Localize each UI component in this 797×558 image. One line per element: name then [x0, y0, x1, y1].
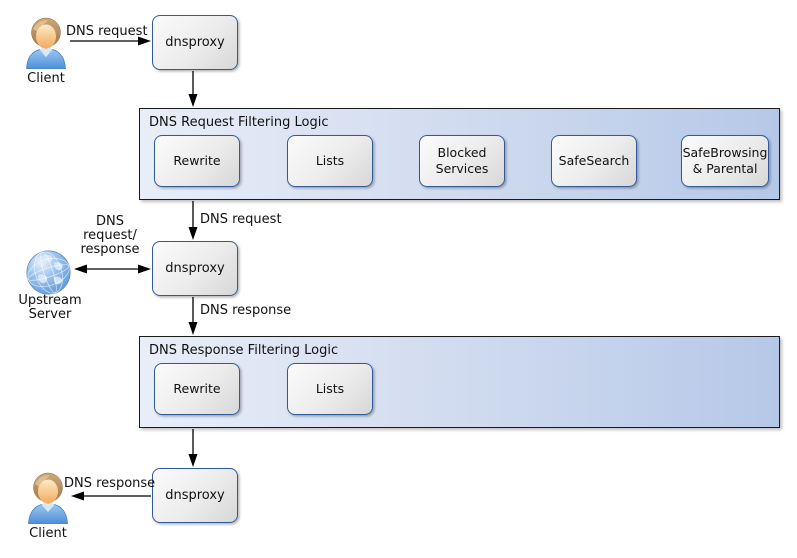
upstream-server-globe-icon — [26, 250, 71, 295]
arrow-request-filter-to-proxy2 — [188, 201, 198, 240]
upstream-server-label: Upstream Server — [18, 293, 82, 322]
dnsproxy-node-2: dnsproxy — [152, 241, 238, 296]
request-filtering-container: DNS Request Filtering Logic Rewrite List… — [139, 108, 780, 200]
arrow-proxy3-to-client — [71, 491, 151, 501]
dnsproxy-node-1: dnsproxy — [152, 15, 238, 70]
arrow-upstream-double — [74, 264, 151, 274]
client-person-icon-bottom — [28, 472, 68, 524]
request-filtering-title: DNS Request Filtering Logic — [149, 115, 329, 130]
arrow-proxy1-to-request-filter — [188, 71, 198, 107]
step-safebrowsing-parental: SafeBrowsing & Parental — [681, 135, 769, 187]
response-filtering-container: DNS Response Filtering Logic Rewrite Lis… — [139, 336, 780, 428]
step-safesearch: SafeSearch — [551, 135, 637, 187]
arrow-proxy2-to-response-filter — [188, 297, 198, 335]
response-filtering-title: DNS Response Filtering Logic — [149, 343, 339, 358]
client-top-label: Client — [27, 71, 65, 86]
edge-label-upstream-exchange: DNS request/ response — [80, 214, 140, 257]
step-lists-response: Lists — [287, 363, 373, 415]
client-bottom-label: Client — [29, 526, 67, 541]
edge-label-client-response: DNS response — [64, 476, 156, 491]
step-rewrite-response: Rewrite — [154, 363, 240, 415]
step-blocked-services: Blocked Services — [419, 135, 505, 187]
edge-label-client-request: DNS request — [66, 24, 148, 39]
dnsproxy-node-3: dnsproxy — [152, 468, 238, 523]
client-person-icon — [26, 17, 66, 69]
step-rewrite-request: Rewrite — [154, 135, 240, 187]
edge-label-filtered-request: DNS request — [200, 212, 282, 227]
step-lists-request: Lists — [287, 135, 373, 187]
edge-label-dns-response: DNS response — [200, 303, 292, 318]
arrow-response-filter-to-proxy3 — [188, 429, 198, 467]
